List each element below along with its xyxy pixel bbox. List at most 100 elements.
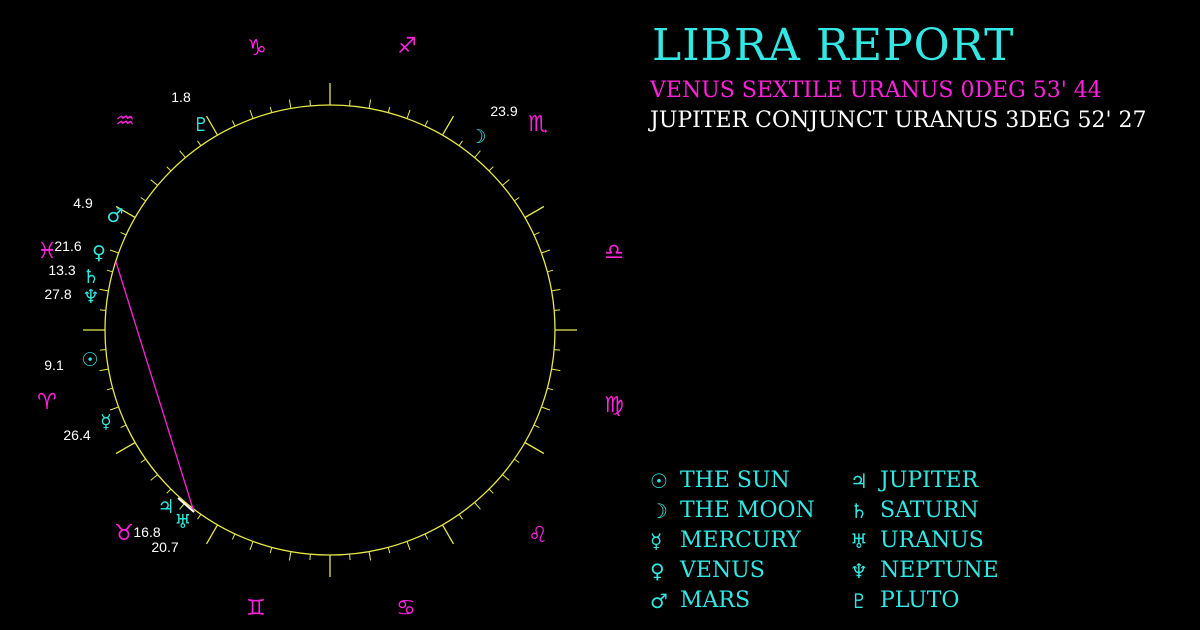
pluto-degree: 1.8	[171, 89, 191, 105]
degree-tick	[150, 474, 158, 481]
degree-tick	[231, 533, 236, 540]
degree-tick	[424, 533, 429, 540]
conjunction-marker	[177, 497, 195, 513]
zodiac-aquarius-glyph: ♒	[115, 109, 135, 134]
degree-tick	[554, 309, 561, 311]
zodiac-taurus-glyph: ♉	[114, 521, 134, 546]
legend-item-moon: ☽THE MOON	[650, 496, 850, 526]
sign-boundary-tick	[441, 524, 455, 545]
saturn-degree: 13.3	[48, 262, 75, 278]
legend-label: PLUTO	[880, 588, 960, 613]
mars-glyph: ♂	[106, 205, 123, 227]
degree-tick	[474, 150, 481, 158]
neptune-degree: 27.8	[44, 286, 71, 302]
legend-item-neptune: ♆ NEPTUNE	[850, 556, 1050, 586]
uranus-degree: 20.7	[151, 539, 178, 555]
degree-tick	[533, 231, 540, 236]
zodiac-capricorn-glyph: ♑	[247, 36, 267, 61]
legend-label: VENUS	[680, 558, 765, 583]
legend-label: MARS	[680, 588, 751, 613]
degree-ticks	[83, 83, 577, 577]
legend-item-pluto: ♇PLUTO	[850, 586, 1050, 616]
degree-tick	[368, 551, 372, 561]
legend-item-jupiter: ♃JUPITER	[850, 466, 1050, 496]
aspect-secondary: JUPITER CONJUNCT URANUS 3DEG 52' 27	[650, 108, 1147, 133]
legend-item-mars: ♂MARS	[650, 586, 850, 616]
degree-tick	[541, 249, 551, 254]
venus-glyph: ♀	[92, 242, 106, 264]
neptune-icon: ♆	[850, 559, 868, 583]
degree-tick	[474, 502, 481, 510]
aspect-line-venus-uranus	[115, 261, 195, 513]
zodiac-gemini-glyph: ♊	[246, 596, 266, 621]
degree-tick	[249, 541, 254, 551]
sign-boundary-tick	[524, 441, 545, 455]
degree-tick	[140, 197, 146, 202]
uranus-icon: ♅	[850, 529, 868, 553]
degree-tick	[249, 109, 254, 119]
degree-tick	[554, 349, 561, 351]
mercury-icon: ☿	[650, 529, 663, 553]
zodiac-cancer-glyph: ♋	[396, 596, 416, 621]
zodiac-pisces-glyph: ♓	[37, 239, 57, 264]
sun-glyph: ☉	[81, 349, 98, 371]
degree-tick	[106, 387, 113, 391]
degree-tick	[502, 474, 510, 481]
aspect-primary: VENUS SEXTILE URANUS 0DEG 53' 44	[650, 78, 1102, 103]
degree-tick	[309, 554, 311, 561]
degree-tick	[368, 99, 372, 109]
legend-label: NEPTUNE	[880, 558, 999, 583]
moon-degree: 23.9	[490, 103, 517, 119]
degree-tick	[387, 106, 391, 113]
legend-label: URANUS	[880, 528, 984, 553]
legend-label: SATURN	[880, 498, 979, 523]
degree-tick	[547, 387, 554, 391]
sign-boundary-tick	[115, 205, 136, 219]
sun-icon: ☉	[650, 469, 668, 493]
zodiac-virgo-glyph: ♍	[604, 393, 624, 418]
degree-tick	[541, 406, 551, 411]
jupiter-glyph: ♃	[157, 496, 174, 518]
degree-tick	[533, 424, 540, 429]
degree-tick	[458, 514, 463, 520]
legend-label: JUPITER	[880, 468, 979, 493]
saturn-icon: ♄	[850, 499, 868, 523]
degree-tick	[547, 269, 554, 273]
degree-tick	[166, 488, 172, 494]
jupiter-degree: 16.8	[133, 524, 160, 540]
degree-tick	[387, 547, 391, 554]
legend-label: THE MOON	[680, 498, 815, 523]
legend-label: MERCURY	[680, 528, 801, 553]
degree-tick	[551, 368, 561, 372]
sign-boundary-tick	[205, 115, 219, 136]
zodiac-sagittarius-glyph: ♐	[397, 34, 417, 59]
degree-tick	[488, 488, 494, 494]
legend-item-mercury: ☿ MERCURY	[650, 526, 850, 556]
degree-tick	[120, 424, 127, 429]
degree-tick	[288, 551, 292, 561]
uranus-glyph: ♅	[174, 511, 191, 533]
mercury-degree: 26.4	[63, 427, 90, 443]
degree-tick	[288, 99, 292, 109]
chart-wheel: ♑ ♐ ♏ ♎ ♍ ♌ ♋ ♊ ♉ ♈ ♓ ♒ ♇ ☽ ♂ ♀ ♄ ♆ ☉ ☿ …	[37, 34, 624, 621]
sun-degree: 9.1	[44, 357, 64, 373]
sign-boundary-tick	[524, 205, 545, 219]
zodiac-aries-glyph: ♈	[37, 390, 57, 415]
page-title: LIBRA REPORT	[652, 20, 1015, 71]
degree-tick	[231, 120, 236, 127]
zodiac-scorpio-glyph: ♏	[528, 112, 548, 137]
degree-tick	[349, 554, 351, 561]
mars-degree: 4.9	[73, 195, 93, 211]
pluto-glyph: ♇	[192, 114, 209, 136]
venus-degree: 21.6	[54, 238, 81, 254]
neptune-glyph: ♆	[82, 286, 99, 308]
degree-tick	[166, 166, 172, 172]
degree-tick	[150, 179, 158, 186]
saturn-glyph: ♄	[82, 266, 99, 288]
zodiac-leo-glyph: ♌	[528, 523, 548, 548]
degree-tick	[109, 249, 119, 254]
degree-tick	[197, 514, 202, 520]
degree-tick	[514, 197, 520, 202]
sign-boundary-tick	[441, 115, 455, 136]
degree-tick	[269, 547, 273, 554]
